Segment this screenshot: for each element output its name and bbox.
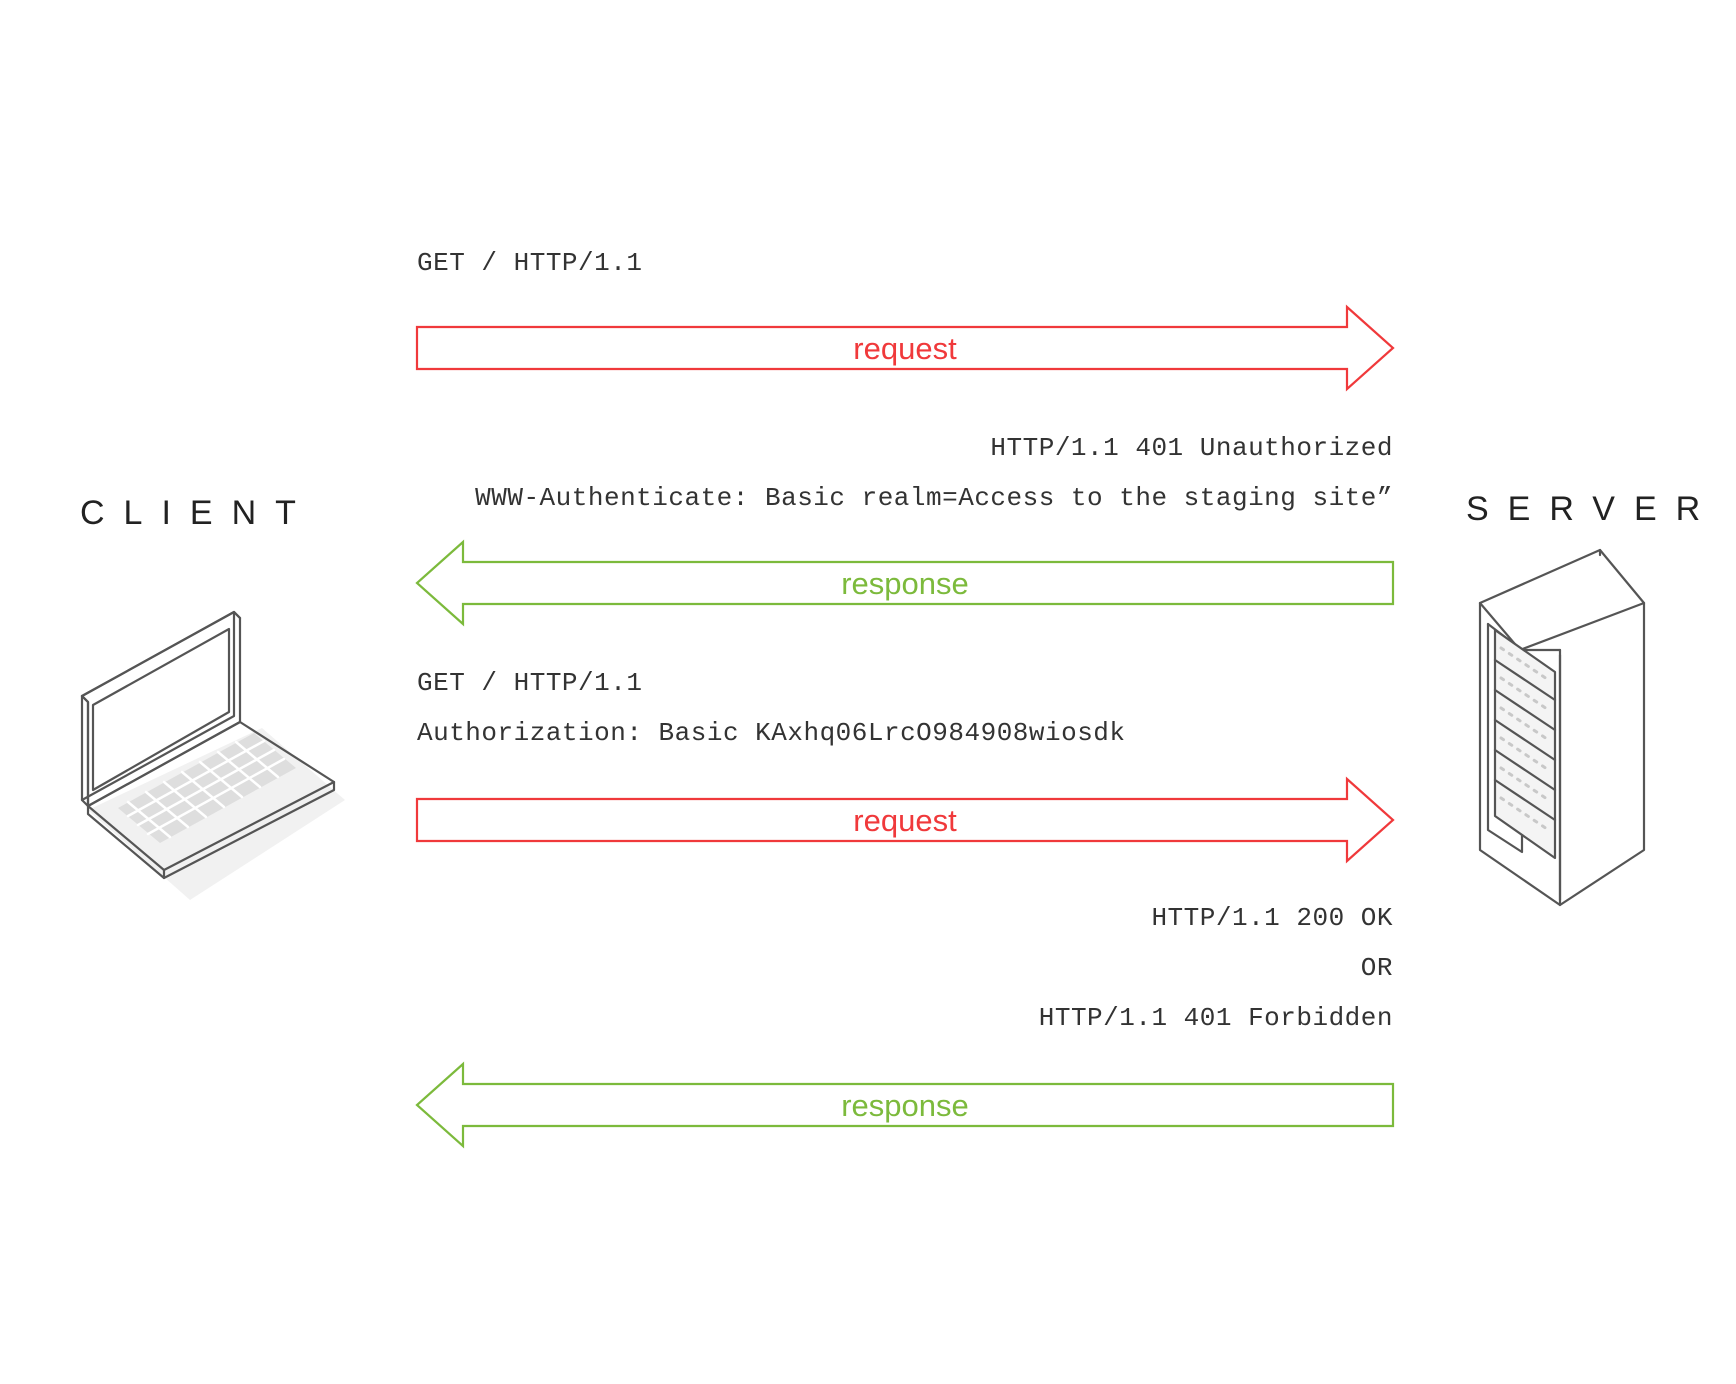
flow-1-request: request GET / HTTP/1.1 [415,248,1395,392]
request-arrow [415,776,1395,864]
message-line: HTTP/1.1 401 Forbidden [1039,1003,1393,1033]
message-line: GET / HTTP/1.1 [417,668,642,698]
response-arrow [415,539,1395,627]
request-arrow-label: request [853,331,957,366]
client-label: CLIENT [80,494,315,532]
server-label: SERVER [1466,490,1719,528]
message-line: HTTP/1.1 200 OK [1151,903,1393,933]
message-line: Authorization: Basic KAxhq06LrcO984908wi… [417,718,1126,748]
laptop-icon [80,610,345,900]
flow-4-response: response HTTP/1.1 200 OK OR HTTP/1.1 401 Fo… [415,903,1395,1149]
server-rack-icon [1478,548,1646,907]
request-arrow [415,304,1395,392]
response-arrow [415,1061,1395,1149]
message-line: WWW-Authenticate: Basic realm=Access to … [475,483,1393,513]
response-arrow-label: response [841,1088,969,1123]
message-line: OR [1361,953,1393,983]
message-line: GET / HTTP/1.1 [417,248,642,278]
response-arrow-label: response [841,566,969,601]
flow-2-response: response HTTP/1.1 401 UnauthorizedWWW-Aut… [415,433,1395,627]
message-line: HTTP/1.1 401 Unauthorized [990,433,1393,463]
request-arrow-label: request [853,803,957,838]
